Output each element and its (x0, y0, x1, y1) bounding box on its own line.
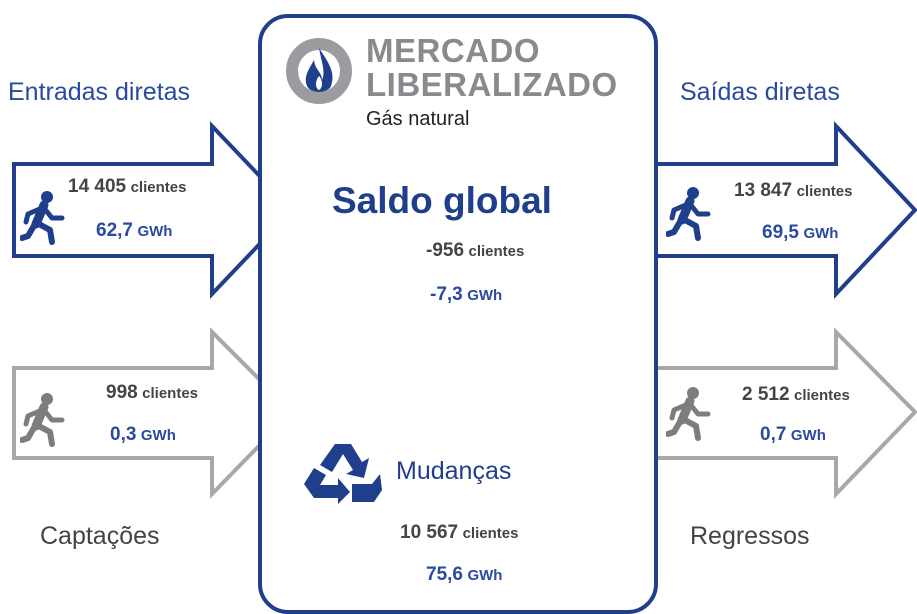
saldo-energy-unit: GWh (467, 287, 503, 304)
captacoes-clients-unit: clientes (142, 385, 199, 402)
mudancas-energy-unit: GWh (467, 567, 503, 584)
saldo-clients: -956 clientes (426, 240, 524, 262)
saidas-title: Saídas diretas (680, 78, 840, 106)
logo-text-line2: LIBERALIZADO (366, 66, 618, 103)
entradas-energy-unit: GWh (137, 223, 173, 240)
regressos-energy-unit: GWh (790, 427, 826, 444)
saidas-clients: 13 847 clientes (734, 180, 852, 202)
regressos-title: Regressos (690, 522, 810, 550)
outflow-arrow-returns (625, 327, 917, 499)
logo-text-line1: MERCADO (366, 32, 540, 69)
mudancas-energy-value: 75,6 (426, 564, 463, 585)
recycle-icon (304, 444, 382, 504)
entradas-clients-value: 14 405 (68, 176, 127, 197)
regressos-clients-value: 2 512 (742, 384, 790, 405)
saidas-energy: 69,5 GWh (762, 222, 838, 244)
mudancas-energy: 75,6 GWh (426, 564, 502, 586)
logo-subtitle: Gás natural (366, 108, 470, 130)
captacoes-title: Captações (40, 522, 160, 550)
saldo-energy: -7,3 GWh (430, 284, 502, 306)
inflow-arrow-captures (12, 327, 295, 499)
saidas-clients-unit: clientes (796, 183, 853, 200)
captacoes-clients: 998 clientes (106, 382, 198, 404)
walking-person-icon (666, 187, 711, 241)
regressos-energy-value: 0,7 (760, 424, 787, 445)
entradas-clients: 14 405 clientes (68, 176, 186, 198)
mudancas-clients: 10 567 clientes (400, 522, 518, 544)
mudancas-clients-value: 10 567 (400, 522, 459, 543)
saidas-energy-value: 69,5 (762, 222, 799, 243)
walking-person-icon (20, 393, 65, 447)
regressos-clients-unit: clientes (794, 387, 850, 404)
regressos-clients: 2 512 clientes (742, 384, 850, 406)
saldo-clients-value: -956 (426, 240, 465, 261)
captacoes-clients-value: 998 (106, 382, 138, 403)
walking-person-icon (666, 387, 711, 441)
saldo-clients-unit: clientes (468, 243, 525, 260)
saldo-title: Saldo global (332, 180, 552, 221)
mudancas-clients-unit: clientes (462, 525, 519, 542)
captacoes-energy-value: 0,3 (110, 424, 137, 445)
center-panel (258, 14, 658, 614)
captacoes-energy-unit: GWh (140, 427, 176, 444)
mudancas-title: Mudanças (396, 457, 512, 485)
captacoes-energy: 0,3 GWh (110, 424, 176, 446)
entradas-clients-unit: clientes (130, 179, 187, 196)
saldo-energy-value: -7,3 (430, 284, 463, 305)
inflow-arrow-direct (12, 121, 295, 299)
walking-person-icon (20, 191, 65, 245)
outflow-arrow-direct (625, 120, 917, 300)
entradas-title: Entradas diretas (8, 78, 191, 106)
entradas-energy-value: 62,7 (96, 220, 133, 241)
entradas-energy: 62,7 GWh (96, 220, 172, 242)
saidas-clients-value: 13 847 (734, 180, 793, 201)
flame-logo-icon (286, 38, 352, 104)
regressos-energy: 0,7 GWh (760, 424, 826, 446)
saidas-energy-unit: GWh (803, 225, 839, 242)
